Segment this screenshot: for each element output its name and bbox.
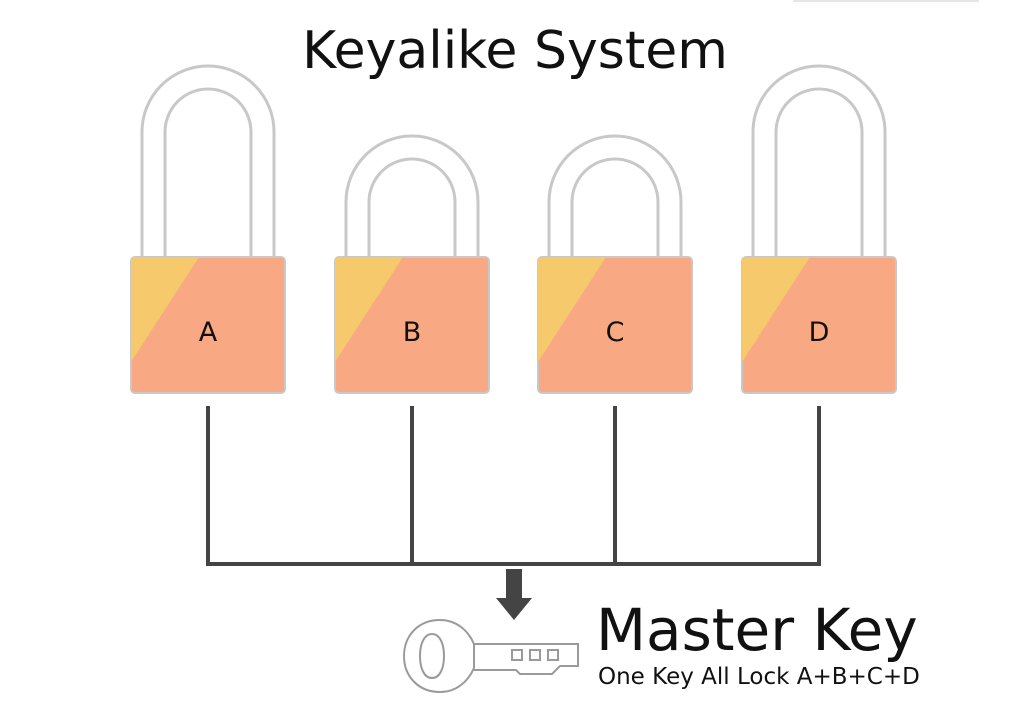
shackle-inner (774, 87, 864, 258)
locks-group: A B C D (130, 64, 897, 394)
master-key-title: Master Key (596, 596, 918, 664)
shackle-inner (570, 157, 660, 258)
shackle-outer (547, 134, 683, 258)
key-icon (402, 618, 579, 694)
shackle-outer (751, 64, 887, 258)
lock-label: D (809, 317, 830, 348)
lock-label: C (606, 317, 625, 348)
shackle-inner (163, 87, 253, 258)
padlock-b: B (334, 134, 490, 394)
padlock-d: D (741, 64, 897, 394)
lock-highlight (335, 257, 403, 362)
master-key-subtitle: One Key All Lock A+B+C+D (598, 664, 920, 690)
shackle-outer (140, 64, 276, 258)
lock-highlight (742, 257, 810, 362)
padlock-a: A (130, 64, 286, 394)
top-edge-divider (793, 0, 979, 2)
lock-highlight (538, 257, 606, 362)
down-arrow-icon (496, 569, 532, 620)
lock-highlight (131, 257, 199, 362)
connector-lines (206, 406, 821, 566)
padlock-c: C (537, 134, 693, 394)
diagram-title: Keyalike System (302, 21, 728, 81)
shackle-inner (367, 157, 457, 258)
lock-label: B (403, 317, 422, 348)
shackle-outer (344, 134, 480, 258)
lock-label: A (199, 317, 218, 348)
